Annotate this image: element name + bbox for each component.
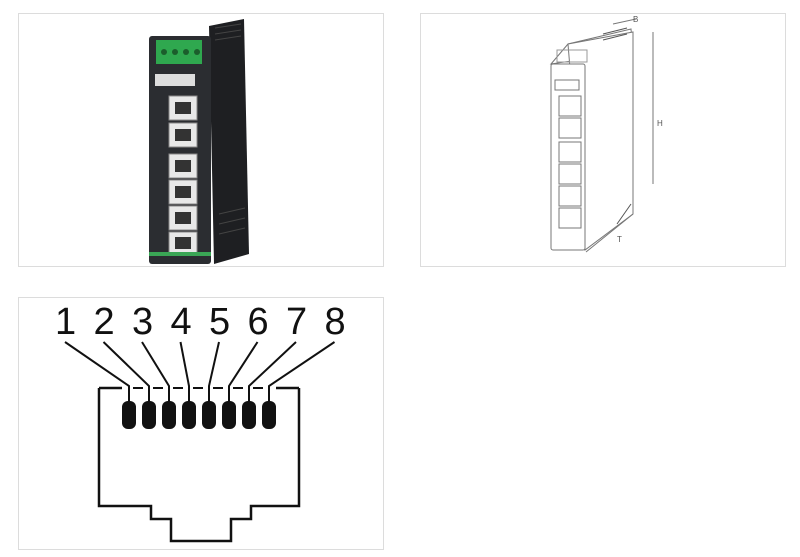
dimension-label-width: B: [633, 15, 638, 24]
dimension-drawing: B H T: [549, 15, 663, 253]
pin-lead-1: [64, 341, 130, 401]
pin-number-5: 5: [209, 301, 230, 343]
pin-lead-3: [141, 341, 170, 401]
dimension-drawing-thumbnail[interactable]: B H T: [420, 13, 786, 267]
pin-lead-5: [208, 341, 220, 401]
pin-contact-4: [182, 401, 196, 429]
pin-number-6: 6: [248, 301, 269, 343]
pin-number-1: 1: [55, 301, 76, 343]
pin-number-4: 4: [171, 301, 192, 343]
pin-contact-7: [242, 401, 256, 429]
pin-lead-4: [179, 341, 190, 401]
pin-contact-8: [262, 401, 276, 429]
pin-contact-6: [222, 401, 236, 429]
pin-number-8: 8: [325, 301, 346, 343]
pin-lead-6: [228, 341, 259, 401]
switch-photo: [149, 19, 249, 264]
pin-number-2: 2: [94, 301, 115, 343]
product-photo-thumbnail[interactable]: [18, 13, 384, 267]
pin-lead-7: [248, 341, 297, 401]
pin-lead-2: [102, 341, 150, 401]
connector-outline: [97, 386, 301, 543]
pin-number-3: 3: [132, 301, 153, 343]
pin-number-7: 7: [286, 301, 307, 343]
pin-contact-1: [122, 401, 136, 429]
pin-contact-3: [162, 401, 176, 429]
pin-lead-8: [268, 341, 336, 401]
dimension-label-depth: T: [617, 235, 622, 244]
pin-contact-5: [202, 401, 216, 429]
pin-contact-2: [142, 401, 156, 429]
dimension-label-height: H: [657, 119, 663, 128]
